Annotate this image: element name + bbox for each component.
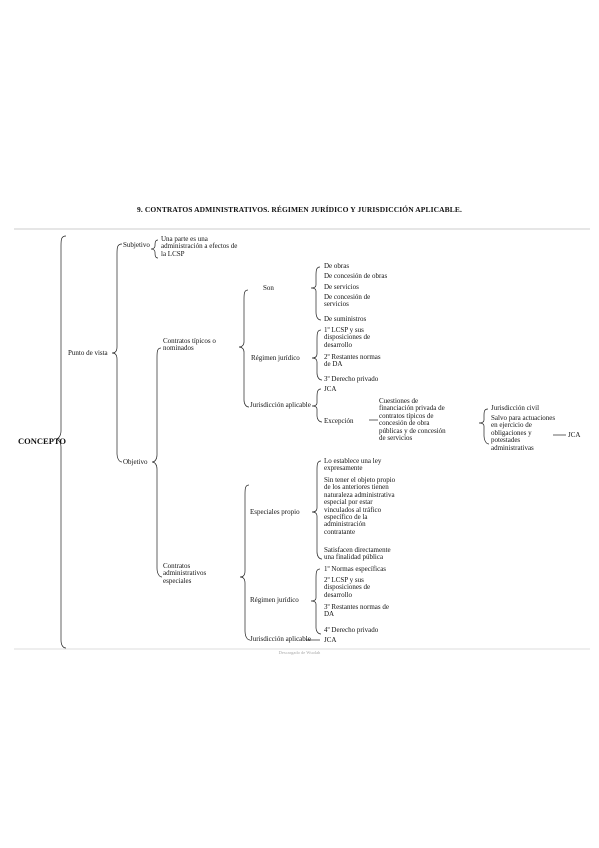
- regimen-2-item: 2º LCSP y sus disposiciones de desarroll…: [324, 576, 371, 599]
- cuestiones-financiacion: Cuestiones de financiación privada de co…: [379, 397, 446, 443]
- regimen-juridico-2-label: Régimen jurídico: [250, 596, 299, 604]
- regimen-item: 2º Restantes normas de DA: [324, 353, 381, 369]
- contratos-especiales-label: Contratos administrativos especiales: [163, 562, 207, 585]
- brace-objetivo: [151, 347, 163, 578]
- brace-regimen: [311, 329, 323, 381]
- concept-root-label: CONCEPTO: [18, 436, 67, 446]
- brace-contratos-especiales: [239, 484, 251, 641]
- regimen-juridico-label: Régimen jurídico: [251, 354, 300, 362]
- brace-especiales: [311, 460, 323, 560]
- son-item: De obras: [324, 262, 350, 270]
- footer-watermark: Descargado de Wuolah: [278, 650, 321, 655]
- son-item: De concesión de servicios: [324, 293, 371, 309]
- jurisdiccion-aplicable-label: Jurisdicción aplicable: [250, 401, 311, 409]
- regimen-item: 1º LCSP y sus disposiciones de desarroll…: [324, 326, 371, 349]
- contratos-tipicos-label: Contratos típicos o nominados: [163, 337, 216, 353]
- especiales-item: Sin tener el objeto propio de los anteri…: [324, 476, 396, 536]
- brace-son: [310, 266, 322, 321]
- document-title: 9. CONTRATOS ADMINISTRATIVOS. RÉGIMEN JU…: [137, 205, 462, 214]
- objetivo-label: Objetivo: [123, 458, 148, 466]
- punto-de-vista-label: Punto de vista: [68, 349, 108, 357]
- especiales-item: Satisfacen directamente una finalidad pú…: [324, 546, 391, 562]
- brace-regimen-2: [310, 568, 322, 635]
- subjetivo-label: Subjetivo: [123, 241, 150, 249]
- son-item: De suministros: [324, 315, 367, 323]
- regimen-2-item: 1º Normas específicas: [324, 565, 387, 573]
- jurisdiccion-aplicable-2-label: Jurisdicción aplicable: [250, 635, 311, 643]
- brace-subjetivo: [150, 239, 159, 259]
- brace-contratos-tipicos: [238, 289, 250, 408]
- subjetivo-description: Una parte es una administración a efecto…: [161, 235, 238, 258]
- son-label: Son: [263, 284, 274, 292]
- especiales-item: Lo establece una ley expresamente: [324, 457, 382, 473]
- especiales-propio-label: Especiales propio: [250, 508, 300, 516]
- brace-root: [55, 235, 67, 649]
- jca-label: JCA: [324, 385, 337, 393]
- regimen-2-item: 3º Restantes normas de DA: [324, 603, 389, 619]
- jca-2-label: JCA: [324, 636, 337, 644]
- son-item: De concesión de obras: [324, 272, 388, 280]
- son-item: De servicios: [324, 283, 359, 291]
- brace-jurisdiccion: [311, 388, 323, 423]
- jca-right-label: JCA: [568, 431, 581, 439]
- salvo-label: Salvo para actuaciones en ejercicio de o…: [491, 414, 556, 452]
- brace-punto-de-vista: [111, 243, 123, 463]
- excepcion-label: Excepción: [324, 417, 354, 425]
- regimen-2-item: 4º Derecho privado: [324, 626, 379, 634]
- brace-cuestiones: [478, 408, 490, 445]
- jurisdiccion-civil-label: Jurisdicción civil: [491, 404, 540, 412]
- regimen-item: 3º Derecho privado: [324, 375, 379, 383]
